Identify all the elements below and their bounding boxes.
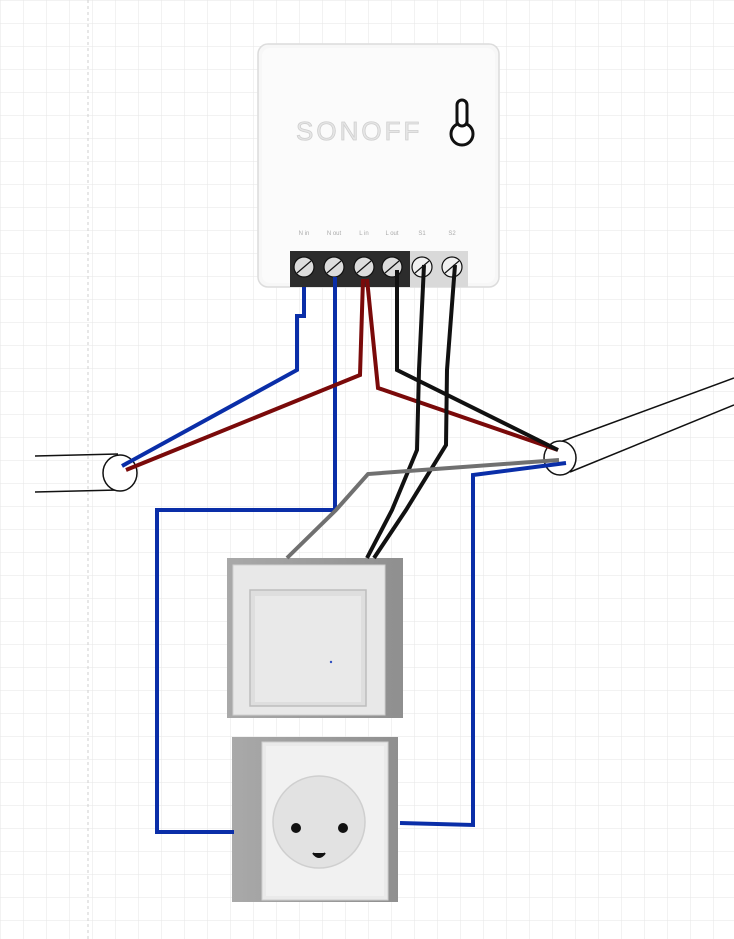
brand-logo: SONOFF (296, 116, 422, 146)
sonoff-module: SONOFF N in N out L in L out S1 S2 (257, 43, 500, 288)
terminal-label-n-in: N in (299, 231, 310, 237)
terminal-label-l-in: L in (359, 231, 368, 237)
live-wires (125, 278, 559, 472)
terminal-block (290, 251, 468, 287)
neutral-wires (121, 277, 567, 834)
pairing-button-icon (449, 98, 475, 147)
light-switch (227, 558, 403, 718)
power-socket (232, 737, 398, 902)
switched-live-wire (285, 458, 560, 560)
terminal-label-n-out: N out (327, 231, 342, 237)
terminal-labels: N in N out L in L out S1 S2 (299, 231, 457, 237)
terminal-label-s2: S2 (448, 231, 456, 237)
switch-wires (365, 264, 559, 560)
terminal-label-s1: S1 (418, 231, 426, 237)
terminal-label-l-out: L out (385, 231, 398, 237)
